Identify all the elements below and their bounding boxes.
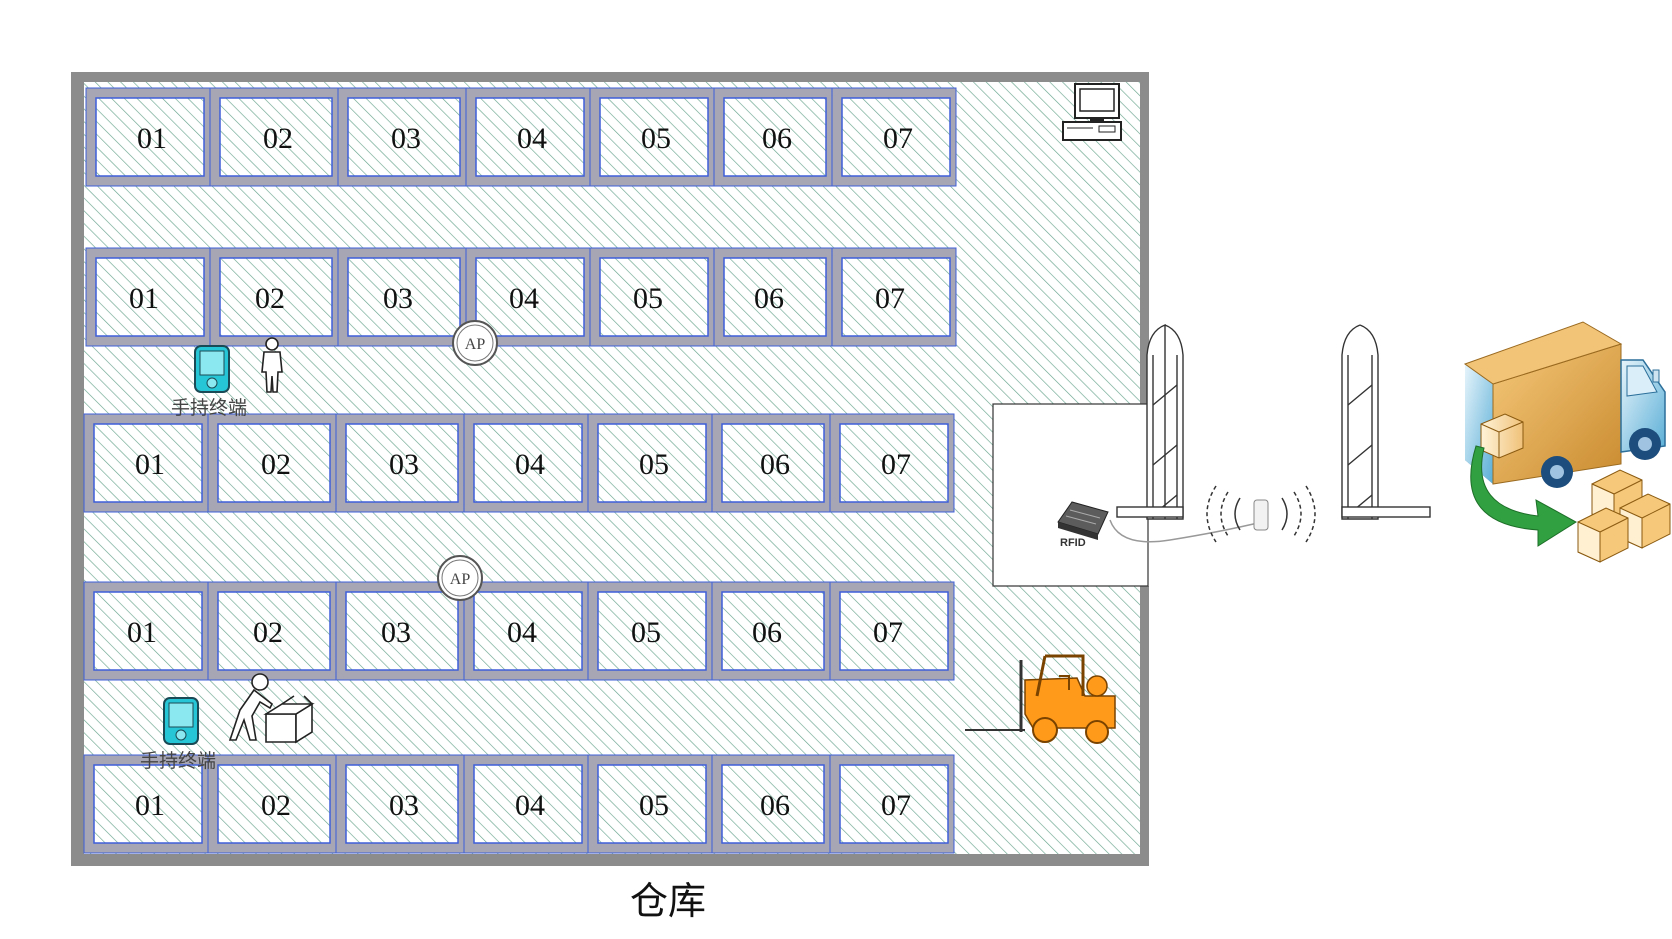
shelf-slot — [839, 423, 949, 503]
shelf-slot-label: 06 — [762, 122, 792, 155]
shelf-slot — [841, 257, 951, 337]
shelf-slot — [839, 764, 949, 844]
handheld-terminal-icon — [194, 345, 230, 393]
handheld-label-1: 手持终端 — [171, 397, 247, 419]
shelf-slot — [345, 764, 459, 844]
shelf-slot-label: 06 — [754, 282, 784, 315]
shelf-slot-label: 03 — [389, 448, 419, 481]
shelf-slot-label: 07 — [881, 448, 911, 481]
shelf-slot — [93, 423, 203, 503]
handheld-label-2: 手持终端 — [140, 750, 216, 772]
shelf-slot — [217, 423, 331, 503]
box-icon — [263, 695, 315, 744]
shelf-slot — [93, 591, 203, 671]
worker-icon — [261, 337, 283, 393]
rfid-label: RFID — [1060, 537, 1086, 549]
shelf-slot — [217, 591, 331, 671]
shelf-slot — [599, 97, 709, 177]
ap-label-1: AP — [465, 336, 486, 353]
ap-label-2: AP — [450, 571, 471, 588]
shelf-slot — [219, 257, 333, 337]
shelf-slot — [95, 97, 205, 177]
rfid-gate-icon — [1116, 323, 1184, 520]
shelf-slot-label: 02 — [255, 282, 285, 315]
shelf-slot-label: 04 — [507, 616, 537, 649]
unload-arrow-icon — [1470, 445, 1577, 547]
ap-icon: AP — [452, 320, 498, 366]
shelf-slot — [473, 423, 583, 503]
shelf-slot — [723, 97, 827, 177]
shelf-slot — [217, 764, 331, 844]
shelf-slot-label: 03 — [389, 789, 419, 822]
truck-icon — [1463, 321, 1666, 488]
shelf-slot-label: 06 — [760, 789, 790, 822]
shelf-slot — [723, 257, 827, 337]
shelf-slot — [597, 423, 707, 503]
shelf-slot-label: 04 — [509, 282, 539, 315]
shelf-slot — [721, 591, 825, 671]
shelf-slot-label: 07 — [875, 282, 905, 315]
shelf-slot — [839, 591, 949, 671]
shelf-slot-label: 03 — [391, 122, 421, 155]
shelf-slot-label: 06 — [760, 448, 790, 481]
shelf-slot — [597, 764, 707, 844]
shelf-slot — [345, 591, 459, 671]
rfid-gate-icon — [1341, 324, 1431, 520]
shelf-slot-label: 05 — [639, 789, 669, 822]
shelf-slot-label: 05 — [631, 616, 661, 649]
shelf-slot-label: 01 — [127, 616, 157, 649]
shelf-slot-label: 07 — [883, 122, 913, 155]
shelf-slot — [599, 257, 709, 337]
shelf-slot-label: 02 — [253, 616, 283, 649]
rfid-cable — [1109, 519, 1263, 543]
computer-icon — [1062, 83, 1122, 141]
shelf-area: 01 02 03 04 05 06 07 01 02 03 04 05 06 07 01 02 03 04 05 06… — [83, 87, 957, 854]
warehouse-caption: 仓库 — [630, 881, 706, 923]
shelf-slot-label: 05 — [633, 282, 663, 315]
forklift-icon — [965, 654, 1116, 744]
shelf-slot — [95, 257, 205, 337]
shelf-slot-label: 01 — [137, 122, 167, 155]
shelf-slot-label: 01 — [135, 448, 165, 481]
shelf-slot-label: 03 — [381, 616, 411, 649]
ap-icon: AP — [437, 555, 483, 601]
boxes-icon — [1577, 469, 1671, 563]
shelf-slot-label: 07 — [873, 616, 903, 649]
rfid-reader-icon — [1057, 501, 1109, 540]
handheld-terminal-icon — [163, 697, 199, 745]
shelf-slot — [93, 764, 203, 844]
shelf-slot — [475, 97, 585, 177]
shelf-slot — [347, 97, 461, 177]
shelf-slot — [475, 257, 585, 337]
shelf-slot-label: 02 — [261, 789, 291, 822]
shelf-slot-label: 05 — [639, 448, 669, 481]
shelf-slot — [721, 764, 825, 844]
shelf-slot-label: 05 — [641, 122, 671, 155]
shelf-slot-label: 04 — [515, 789, 545, 822]
shelf-slot — [347, 257, 461, 337]
worker-icon — [228, 673, 274, 741]
shelf-slot — [345, 423, 459, 503]
shelf-slot-label: 07 — [881, 789, 911, 822]
rfid-tag-icon — [1206, 485, 1316, 543]
shelf-slot-label: 02 — [261, 448, 291, 481]
shelf-slot — [219, 97, 333, 177]
shelf-slot — [473, 591, 583, 671]
shelf-slot-label: 04 — [517, 122, 547, 155]
shelf-slot-label: 04 — [515, 448, 545, 481]
shelf-slot — [473, 764, 583, 844]
shelf-slot-label: 01 — [135, 789, 165, 822]
loading-dock — [992, 403, 1149, 587]
shelf-slot — [597, 591, 707, 671]
shelf-slot-label: 06 — [752, 616, 782, 649]
shelf-slot — [721, 423, 825, 503]
shelf-slot — [841, 97, 951, 177]
shelf-slot-label: 02 — [263, 122, 293, 155]
shelf-slot-label: 03 — [383, 282, 413, 315]
shelf-slot-label: 01 — [129, 282, 159, 315]
